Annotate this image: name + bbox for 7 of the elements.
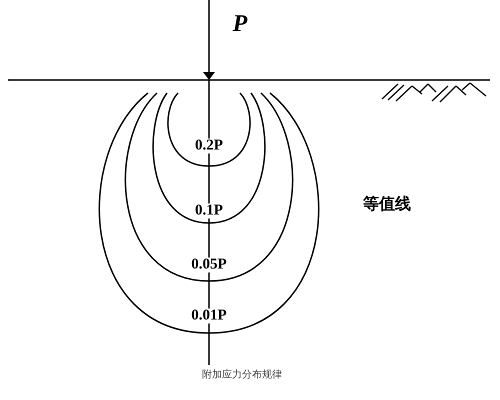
force-label: P — [232, 10, 248, 39]
caption: 附加应力分布规律 — [202, 368, 282, 382]
stress-value-label: 0.05P — [190, 258, 228, 272]
isobar-label: 等值线 — [363, 194, 411, 215]
stress-value-label: 0.1P — [194, 204, 224, 218]
stress-value-label: 0.2P — [194, 138, 224, 154]
stress-value-label: 0.01P — [190, 308, 228, 324]
